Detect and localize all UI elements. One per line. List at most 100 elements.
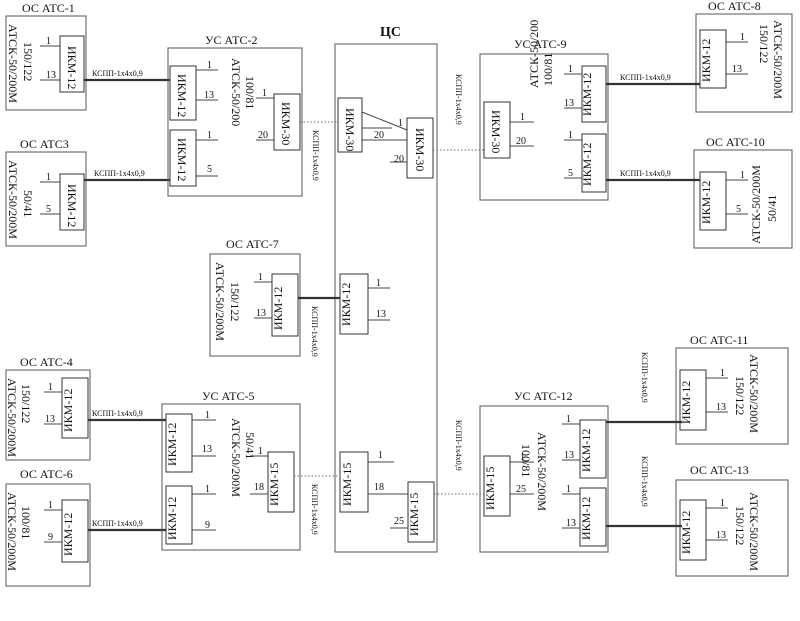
us5-ikm-c bbox=[267, 451, 295, 513]
os6-title: ОС АТС-6 bbox=[20, 467, 73, 481]
os3-p2: 5 bbox=[46, 204, 51, 215]
us5-atc: АТСК-50/200М bbox=[229, 418, 243, 497]
cs-ikm15-right-label: ИКМ-15 bbox=[407, 493, 421, 536]
us12-ikm-a bbox=[483, 455, 511, 517]
os1-p1: 1 bbox=[46, 36, 51, 47]
os1-p2: 13 bbox=[46, 70, 56, 81]
os10-p1: 1 bbox=[740, 170, 745, 181]
cable-13: КСПП-1х4х0,9 bbox=[640, 456, 649, 507]
cs-ikm15-left bbox=[339, 451, 369, 513]
os11-title: ОС АТС-11 bbox=[690, 333, 748, 347]
os3-title: ОС АТС3 bbox=[20, 137, 69, 151]
os13-p2: 13 bbox=[716, 530, 726, 541]
us2-cap: 100/81 bbox=[243, 76, 257, 109]
cs-num-13: 13 bbox=[376, 309, 386, 320]
cable-3: КСПП-1х4х0,9 bbox=[94, 169, 145, 178]
us5-pc1: 1 bbox=[258, 446, 263, 457]
us12-cap: 100/81 bbox=[519, 444, 533, 477]
os7-cap: 150/122 bbox=[228, 282, 242, 321]
us9-cap: 100/81 bbox=[541, 53, 555, 86]
os6-frame bbox=[5, 483, 91, 587]
us9-pc1: 1 bbox=[568, 130, 573, 141]
us12-ikm-c bbox=[579, 487, 607, 547]
cs-ikm15-left-label: ИКМ-15 bbox=[340, 463, 354, 506]
os7-frame bbox=[209, 253, 301, 357]
os7-p2: 13 bbox=[256, 308, 266, 319]
os3-ikm-label: ИКМ-12 bbox=[65, 184, 79, 227]
us9-ikm-a-label: ИКМ-30 bbox=[489, 110, 503, 153]
cable-1: КСПП-1х4х0,9 bbox=[92, 69, 143, 78]
os8-frame bbox=[695, 13, 793, 113]
os11-atc: АТСК-50/200М bbox=[747, 354, 761, 433]
os7-title: ОС АТС-7 bbox=[226, 237, 279, 251]
cs-num-1c: 1 bbox=[378, 450, 383, 461]
us5-pb1: 1 bbox=[205, 484, 210, 495]
us5-ikm-b-label: ИКМ-12 bbox=[165, 497, 179, 540]
os13-atc: АТСК-50/200М bbox=[747, 492, 761, 571]
us5-cap: 50/41 bbox=[243, 432, 257, 459]
os10-title: ОС АТС-10 bbox=[706, 135, 765, 149]
us2-pc2: 20 bbox=[258, 130, 268, 141]
cs-ikm12-label: ИКМ-12 bbox=[339, 283, 353, 326]
us9-pb1: 1 bbox=[568, 64, 573, 75]
cable-10: КСПП-1х4х0,9 bbox=[620, 169, 671, 178]
us9-ikm-b-label: ИКМ-12 bbox=[580, 73, 594, 116]
os7-p1: 1 bbox=[258, 272, 263, 283]
us9-ikm-a bbox=[483, 101, 511, 159]
os3-frame bbox=[5, 151, 87, 247]
os4-cap: 150/122 bbox=[19, 384, 33, 423]
cs-ikm30-right-label: ИКМ-30 bbox=[413, 128, 427, 171]
cs-ikm12 bbox=[339, 273, 369, 335]
us12-ikm-b bbox=[579, 419, 607, 479]
us2-ikm-a bbox=[169, 65, 197, 121]
os11-cap: 150/122 bbox=[733, 376, 747, 415]
os4-ikm bbox=[61, 377, 89, 439]
os3-atc: АТСК-50/200М bbox=[6, 160, 20, 239]
us5-pc2: 18 bbox=[254, 482, 264, 493]
us9-pc2: 5 bbox=[568, 168, 573, 179]
os13-title: ОС АТС-13 bbox=[690, 463, 749, 477]
os7-ikm bbox=[271, 273, 299, 337]
us12-atc: АТСК-50/200М bbox=[535, 432, 549, 511]
us5-title: УС АТС-5 bbox=[202, 389, 254, 403]
us2-ikm-b-label: ИКМ-12 bbox=[175, 138, 189, 181]
os8-ikm bbox=[699, 29, 727, 89]
os11-ikm-label: ИКМ-12 bbox=[679, 381, 693, 424]
os6-atc: АТСК-50/200М bbox=[5, 492, 19, 571]
us12-ikm-a-label: ИКМ-15 bbox=[483, 467, 497, 510]
os4-ikm-label: ИКМ-12 bbox=[61, 389, 75, 432]
cs-num-25: 25 bbox=[394, 516, 404, 527]
us9-ikm-c-label: ИКМ-12 bbox=[580, 143, 594, 186]
us12-frame bbox=[479, 405, 609, 553]
cable-8: КСПП-1х4х0,9 bbox=[620, 73, 671, 82]
os8-p2: 13 bbox=[732, 64, 742, 75]
os4-title: ОС АТС-4 bbox=[20, 355, 73, 369]
cable-4: КСПП-1х4х0,9 bbox=[92, 409, 143, 418]
os1-cap: 150/122 bbox=[21, 42, 35, 81]
us12-pc2: 13 bbox=[566, 518, 576, 529]
cable-9: КСПП-1х4х0,9 bbox=[454, 74, 463, 125]
us5-ikm-c-label: ИКМ-15 bbox=[267, 463, 281, 506]
cs-title: ЦС bbox=[380, 25, 401, 40]
os3-cap: 50/41 bbox=[21, 190, 35, 217]
cs-ikm30-left bbox=[337, 97, 363, 153]
us12-ikm-b-label: ИКМ-12 bbox=[579, 429, 593, 472]
us2-ikm-a-label: ИКМ-12 bbox=[175, 74, 189, 117]
us12-pb1: 1 bbox=[566, 414, 571, 425]
os4-frame bbox=[5, 369, 91, 461]
us9-pa1: 1 bbox=[520, 112, 525, 123]
us2-ikm-c bbox=[273, 93, 301, 151]
us2-frame bbox=[167, 47, 303, 197]
os1-ikm bbox=[59, 35, 85, 93]
os10-atc: АТСК-50/200М bbox=[749, 165, 763, 244]
us2-ikm-b bbox=[169, 129, 197, 187]
os8-cap: 150/122 bbox=[757, 24, 771, 63]
us12-title: УС АТС-12 bbox=[514, 389, 572, 403]
os1-frame bbox=[5, 15, 87, 111]
os10-p2: 5 bbox=[736, 204, 741, 215]
cs-ikm15-right bbox=[407, 481, 435, 543]
us12-pa1: 1 bbox=[520, 452, 525, 463]
os6-cap: 100/81 bbox=[19, 506, 33, 539]
os10-frame bbox=[693, 149, 793, 249]
